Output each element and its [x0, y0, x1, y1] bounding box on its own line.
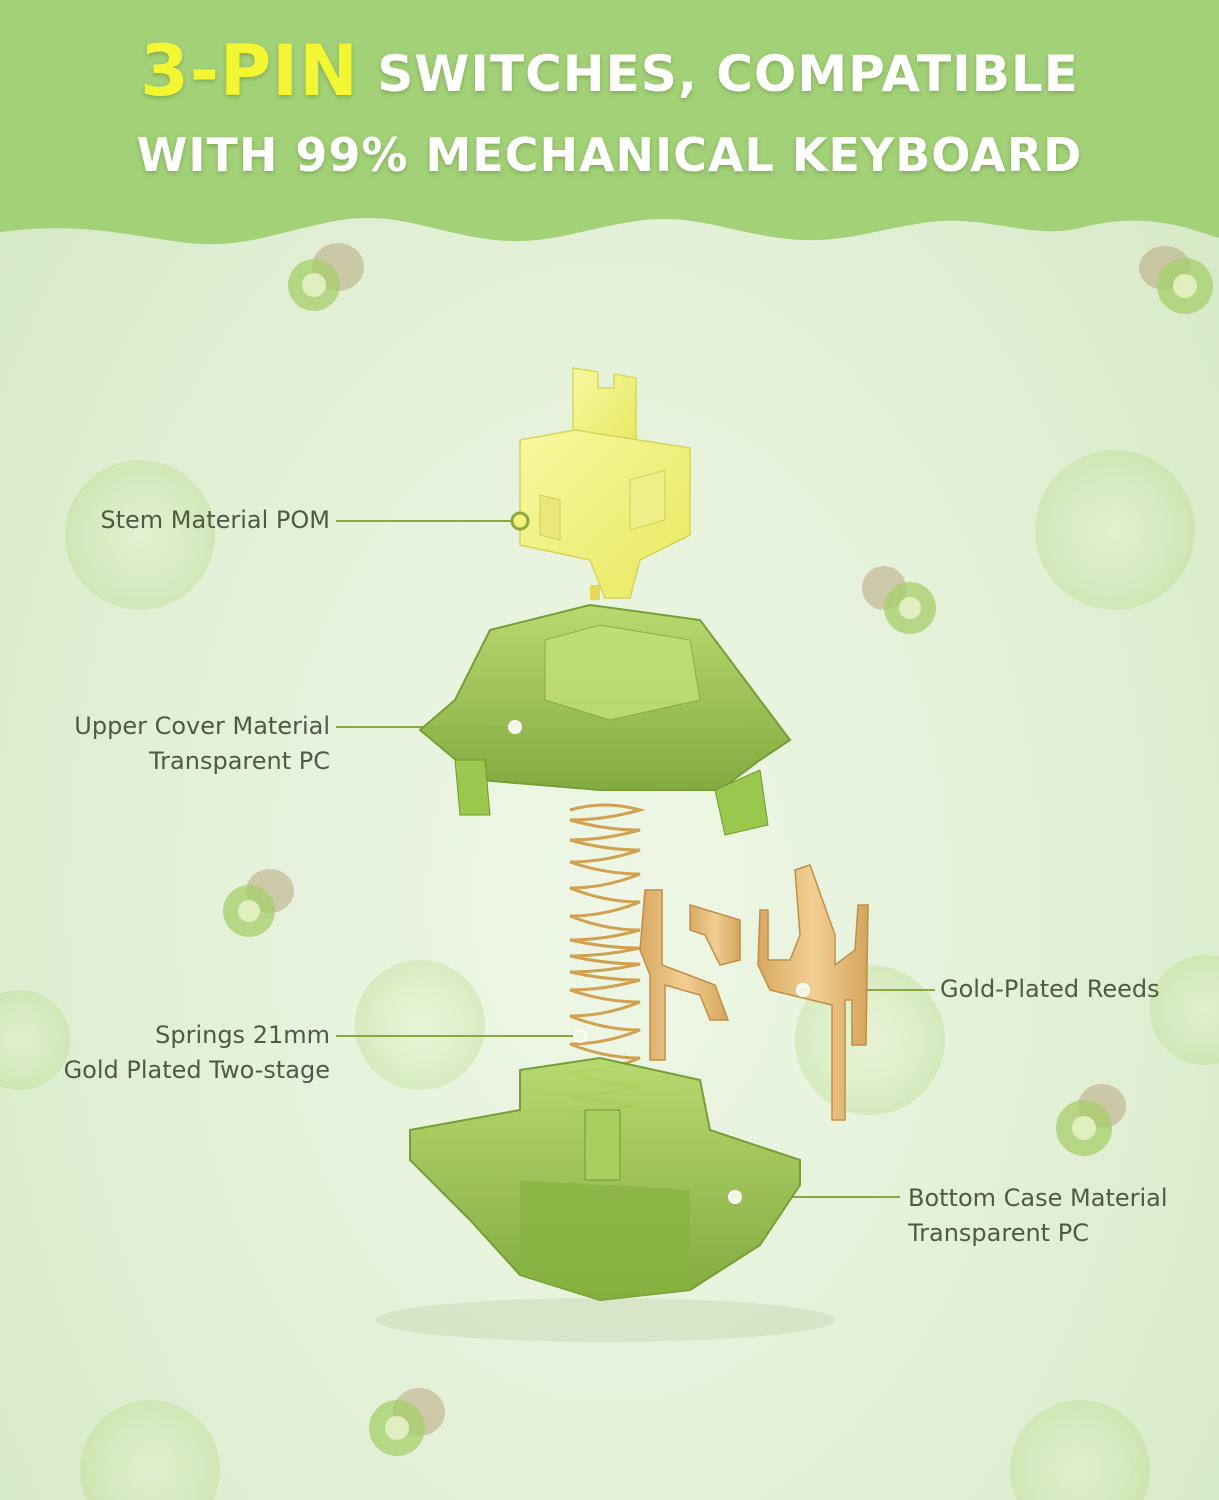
kiwi-fruit-icon — [369, 1388, 445, 1456]
kiwi-fruit-decorations — [223, 243, 1213, 1456]
callout-bottom-case: Bottom Case Material Transparent PC — [908, 1181, 1168, 1251]
headline-line-1: 3-PIN SWITCHES, COMPATIBLE — [0, 30, 1219, 112]
callout-bottom-case-line2: Transparent PC — [908, 1219, 1089, 1247]
callout-stem: Stem Material POM — [60, 503, 330, 538]
kiwi-slice-icon — [1035, 450, 1195, 610]
kiwi-slice-icon — [80, 1400, 220, 1500]
callout-springs: Springs 21mm Gold Plated Two-stage — [20, 1018, 330, 1088]
callout-springs-line2: Gold Plated Two-stage — [63, 1056, 330, 1084]
kiwi-fruit-icon — [1056, 1084, 1126, 1156]
kiwi-slice-icon — [355, 960, 485, 1090]
headline-line-2: WITH 99% MECHANICAL KEYBOARD — [136, 128, 1083, 182]
headline-accent: 3-PIN — [140, 30, 359, 112]
kiwi-fruit-icon — [862, 566, 936, 634]
stem-part — [510, 367, 691, 600]
callout-reeds: Gold-Plated Reeds — [940, 972, 1160, 1007]
callout-bottom-case-line1: Bottom Case Material — [908, 1184, 1168, 1212]
upper-cover-callout-dot — [508, 720, 522, 734]
reeds-callout-dot — [796, 983, 810, 997]
switch-shadow — [375, 1298, 835, 1342]
headline-line-1-rest: SWITCHES, COMPATIBLE — [377, 45, 1079, 103]
callout-upper-cover: Upper Cover Material Transparent PC — [30, 709, 330, 779]
kiwi-slice-icon — [1010, 1400, 1150, 1500]
bottom-case-callout-dot — [728, 1190, 742, 1204]
kiwi-slice-icon — [1150, 955, 1219, 1065]
springs-callout-dot — [573, 1029, 587, 1043]
callout-stem-line1: Stem Material POM — [100, 506, 330, 534]
reeds-part — [639, 864, 869, 1121]
kiwi-slice-icon — [0, 990, 70, 1090]
bottom-case-part — [409, 1056, 801, 1302]
header-banner — [0, 0, 1219, 245]
callout-upper-cover-line2: Transparent PC — [149, 747, 330, 775]
kiwi-fruit-icon — [1139, 246, 1213, 314]
upper-cover-part — [418, 603, 792, 836]
kiwi-fruit-icon — [288, 243, 364, 311]
callout-upper-cover-line1: Upper Cover Material — [74, 712, 330, 740]
stem-callout-dot — [510, 511, 530, 531]
callout-springs-line1: Springs 21mm — [155, 1021, 330, 1049]
kiwi-slice-icon — [65, 460, 215, 610]
kiwi-fruit-icon — [223, 869, 294, 937]
callout-reeds-line1: Gold-Plated Reeds — [940, 975, 1160, 1003]
